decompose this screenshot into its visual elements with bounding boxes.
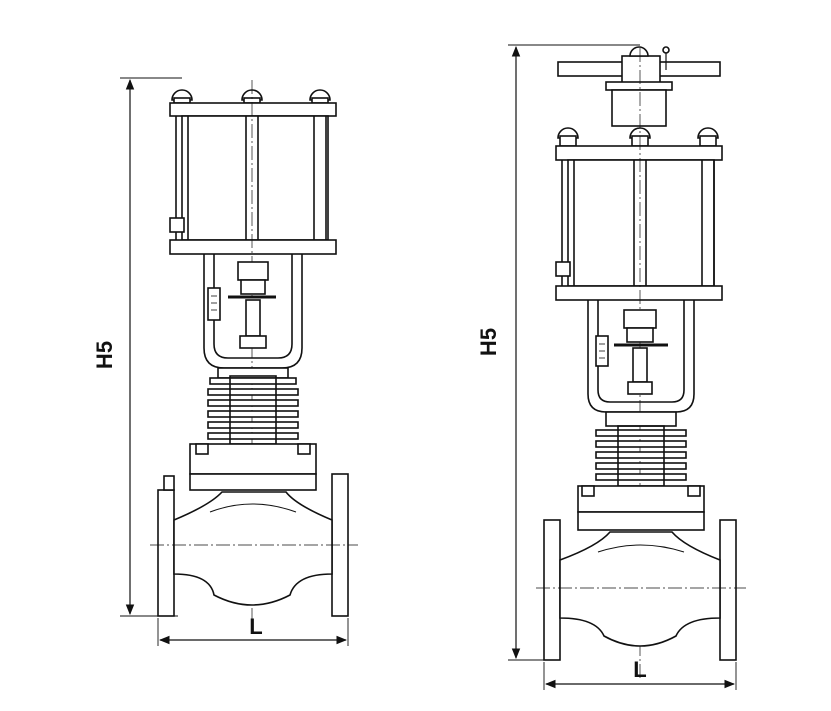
left-h5-label: H5 <box>92 341 117 369</box>
right-actuator-caps <box>557 127 719 147</box>
right-h5-dimension: H5 <box>476 44 640 661</box>
right-bellows <box>595 411 687 487</box>
left-h5-dimension: H5 <box>92 77 182 617</box>
right-yoke <box>587 300 695 413</box>
left-yoke <box>203 254 303 369</box>
left-actuator-cylinder <box>169 80 337 620</box>
right-valve: H5 <box>476 44 746 690</box>
left-actuator-caps <box>171 89 331 104</box>
right-actuator-cylinder <box>555 48 723 680</box>
left-l-dimension: L <box>157 614 349 646</box>
right-l-label: L <box>633 657 646 682</box>
right-valve-body <box>536 519 746 661</box>
right-h5-label: H5 <box>476 328 501 356</box>
left-bellows <box>207 367 299 445</box>
right-l-dimension: L <box>543 657 737 690</box>
left-bonnet <box>189 443 317 491</box>
right-handwheel <box>557 46 721 127</box>
left-l-label: L <box>249 614 262 639</box>
right-bonnet <box>577 485 705 531</box>
left-valve: H5 <box>92 77 358 646</box>
left-valve-body <box>150 473 358 617</box>
